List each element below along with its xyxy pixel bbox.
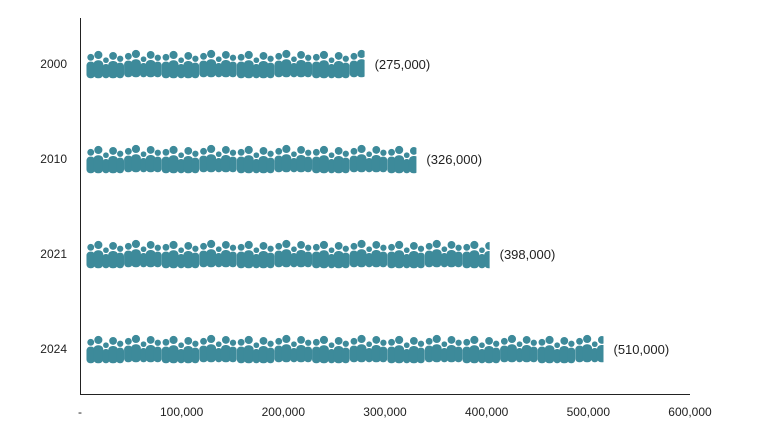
y-axis-ticks: 2000 2010 2021 2024: [40, 57, 67, 356]
people-group-icon: [424, 334, 463, 363]
people-group-icon: [124, 49, 162, 78]
people-group-icon: [387, 240, 425, 269]
people-group-icon: [86, 240, 124, 269]
pictogram-bars: [86, 49, 604, 364]
x-tick-label-5: 500,000: [567, 405, 611, 419]
y-tick-label-2000: 2000: [40, 57, 67, 71]
people-group-icon: [124, 334, 162, 363]
bar-2000: [86, 49, 365, 79]
people-group-icon: [161, 145, 200, 174]
people-group-icon: [462, 335, 500, 364]
y-tick-label-2021: 2021: [40, 247, 67, 261]
data-label-2000: (275,000): [375, 57, 431, 72]
data-label-2021: (398,000): [500, 247, 556, 262]
people-group-icon: [236, 240, 275, 269]
data-label-2024: (510,000): [614, 342, 670, 357]
people-group-icon: [274, 144, 312, 173]
people-group-icon: [199, 239, 237, 268]
people-group-icon: [312, 335, 350, 364]
people-group-icon: [86, 145, 124, 174]
people-group-icon: [349, 239, 388, 268]
people-group-icon: [387, 145, 417, 174]
x-tick-label-4: 400,000: [465, 405, 509, 419]
bar-2010: [86, 144, 417, 174]
people-group-icon: [86, 50, 124, 79]
data-label-2010: (326,000): [426, 152, 482, 167]
people-group-icon: [312, 50, 350, 79]
people-group-icon: [575, 334, 604, 363]
people-group-icon: [274, 334, 312, 363]
people-group-icon: [161, 50, 200, 79]
people-group-icon: [312, 240, 350, 269]
x-tick-label-6: 600,000: [668, 405, 712, 419]
people-group-icon: [349, 334, 388, 363]
people-group-icon: [462, 240, 490, 269]
people-group-icon: [199, 49, 237, 78]
data-labels: (275,000) (326,000) (398,000) (510,000): [375, 57, 670, 357]
y-tick-label-2024: 2024: [40, 342, 67, 356]
people-group-icon: [199, 144, 237, 173]
people-group-icon: [274, 49, 312, 78]
bar-2021: [86, 239, 490, 269]
x-tick-label-3: 300,000: [363, 405, 407, 419]
people-group-icon: [124, 144, 162, 173]
people-group-icon: [124, 239, 162, 268]
people-group-icon: [274, 239, 312, 268]
bar-2024: [86, 334, 604, 364]
people-group-icon: [349, 144, 388, 173]
people-group-icon: [161, 335, 200, 364]
people-group-icon: [199, 334, 237, 363]
people-group-icon: [387, 335, 425, 364]
x-tick-label-2: 200,000: [262, 405, 306, 419]
x-tick-label-0: -: [78, 405, 82, 419]
people-group-icon: [161, 240, 200, 269]
people-group-icon: [236, 50, 275, 79]
people-group-icon: [500, 334, 538, 363]
people-group-icon: [86, 335, 124, 364]
people-group-icon: [236, 335, 275, 364]
y-tick-label-2010: 2010: [40, 152, 67, 166]
x-tick-label-1: 100,000: [160, 405, 204, 419]
people-group-icon: [424, 239, 463, 268]
people-group-icon: [312, 145, 350, 174]
people-group-icon: [537, 335, 576, 364]
x-axis-ticks: - 100,000 200,000 300,000 400,000 500,000 600,…: [78, 405, 712, 419]
people-group-icon: [236, 145, 275, 174]
